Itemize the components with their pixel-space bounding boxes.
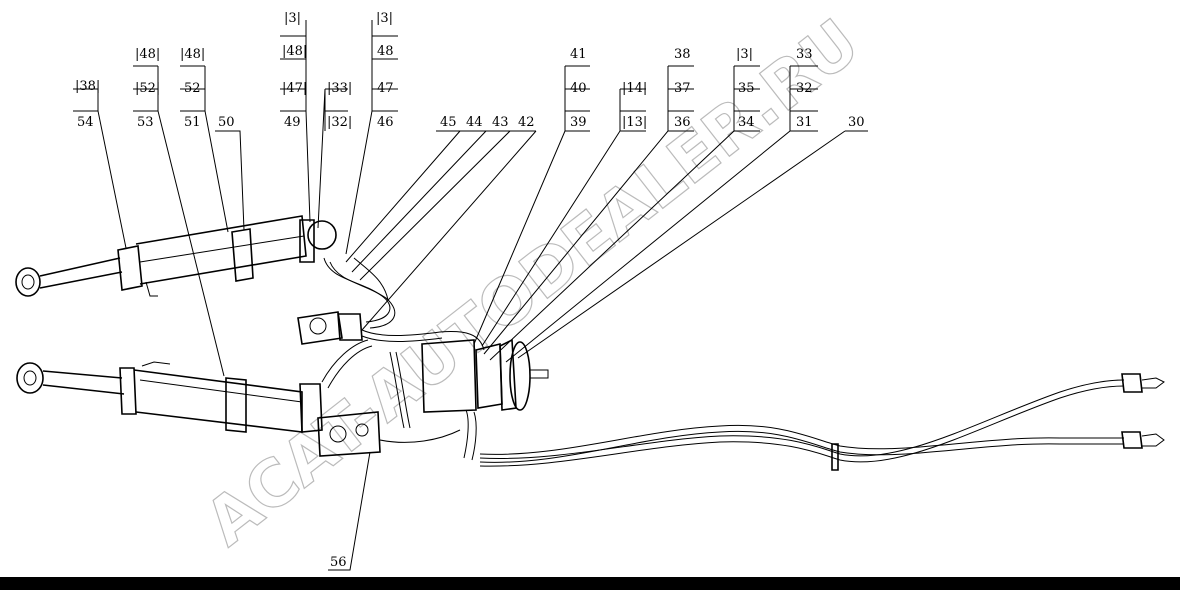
label-56: 56 [330, 555, 347, 570]
label-52-boxed: |52| [135, 81, 160, 96]
label-43: 43 [492, 115, 509, 130]
label-45: 45 [440, 115, 457, 130]
label-51: 51 [184, 115, 201, 130]
label-49: 49 [284, 115, 301, 130]
label-14-boxed: |14| [622, 81, 647, 96]
label-47-boxed: |47| [282, 81, 307, 96]
label-13-boxed: |13| [622, 115, 647, 130]
label-3-boxed-c: |3| [736, 47, 753, 62]
label-42: 42 [518, 115, 535, 130]
leader-lines [73, 20, 868, 571]
label-32: 32 [796, 81, 813, 96]
lower-cylinder [16, 361, 323, 433]
label-38: 38 [674, 47, 691, 62]
label-50: 50 [218, 115, 235, 130]
label-54: 54 [77, 115, 94, 130]
label-48-boxed-c: |48| [282, 44, 307, 59]
label-3-boxed-a: |3| [284, 11, 301, 26]
upper-cylinder [15, 215, 337, 297]
label-48: 48 [377, 44, 394, 59]
label-33: 33 [796, 47, 813, 62]
label-41: 41 [570, 47, 587, 62]
label-30: 30 [848, 115, 865, 130]
label-38-boxed: |38| [75, 79, 100, 94]
footer-bar [0, 577, 1180, 590]
label-48-boxed-a: |48| [135, 47, 160, 62]
label-40: 40 [570, 81, 587, 96]
label-44: 44 [466, 115, 483, 130]
label-52: 52 [184, 81, 201, 96]
label-32-boxed: |32| [327, 115, 352, 130]
label-53: 53 [137, 115, 154, 130]
label-3-boxed-b: |3| [376, 11, 393, 26]
label-36: 36 [674, 115, 691, 130]
callout-labels: |38| 54 |48| |52| 53 |48| 52 51 50 |3| |… [75, 11, 865, 570]
label-39: 39 [570, 115, 587, 130]
hoses [321, 257, 1165, 471]
label-33-boxed: |33| [327, 81, 352, 96]
label-47: 47 [377, 81, 394, 96]
label-31: 31 [796, 115, 813, 130]
label-35: 35 [738, 81, 755, 96]
label-48-boxed-b: |48| [180, 47, 205, 62]
label-37: 37 [674, 81, 691, 96]
label-34: 34 [738, 115, 755, 130]
label-46: 46 [377, 115, 394, 130]
valve-block [297, 311, 549, 457]
